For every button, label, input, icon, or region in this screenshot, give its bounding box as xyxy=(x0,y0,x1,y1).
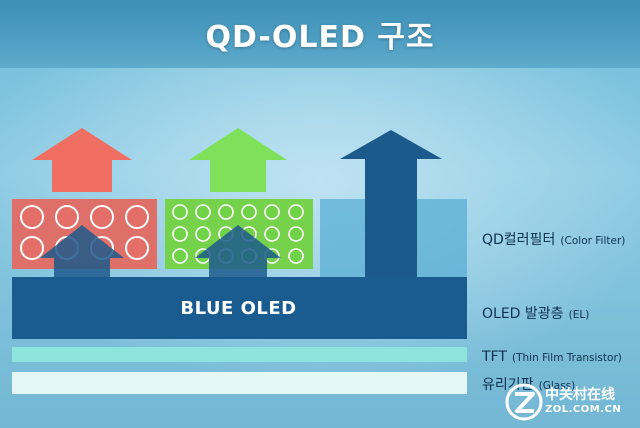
green-incoming-blue-arrow xyxy=(195,225,281,277)
zol-watermark: 中关村在线 ZOL.COM.CN xyxy=(505,382,637,424)
tft-layer-label-sub: (Thin Film Transistor) xyxy=(512,352,622,364)
tft-layer-label: TFT (Thin Film Transistor) xyxy=(482,346,622,365)
color-filter-label-main: QD컬러필터 xyxy=(482,232,556,248)
green-output-arrow xyxy=(189,128,287,192)
oled-layer-label: OLED 발광층 (EL) xyxy=(482,303,589,323)
blue-oled-layer xyxy=(12,277,467,339)
watermark-cn: 中关村在线 xyxy=(545,387,615,403)
color-filter-label-sub: (Color Filter) xyxy=(560,235,626,247)
tft-layer-label-main: TFT xyxy=(482,349,507,365)
color-filter-label: QD컬러필터 (Color Filter) xyxy=(482,229,625,249)
tft-layer xyxy=(12,347,467,362)
glass-layer xyxy=(12,372,467,394)
red-incoming-blue-arrow xyxy=(40,225,124,277)
oled-layer-label-sub: (EL) xyxy=(568,309,590,321)
red-output-arrow xyxy=(32,128,132,192)
title-band xyxy=(0,0,640,68)
glass-layer-label-sub: (Glass) xyxy=(538,380,576,392)
blue-output-arrow xyxy=(340,130,442,277)
watermark-en: ZOL.COM.CN xyxy=(545,404,622,415)
blue-oled-label: BLUE OLED xyxy=(180,298,297,319)
zol-logo-icon xyxy=(505,383,543,421)
glass-layer-label-main: 유리기판 xyxy=(482,377,534,393)
glass-layer-label: 유리기판 (Glass) xyxy=(482,374,575,394)
oled-layer-label-main: OLED 발광층 xyxy=(482,306,564,322)
page-title: QD-OLED 구조 xyxy=(205,20,435,55)
